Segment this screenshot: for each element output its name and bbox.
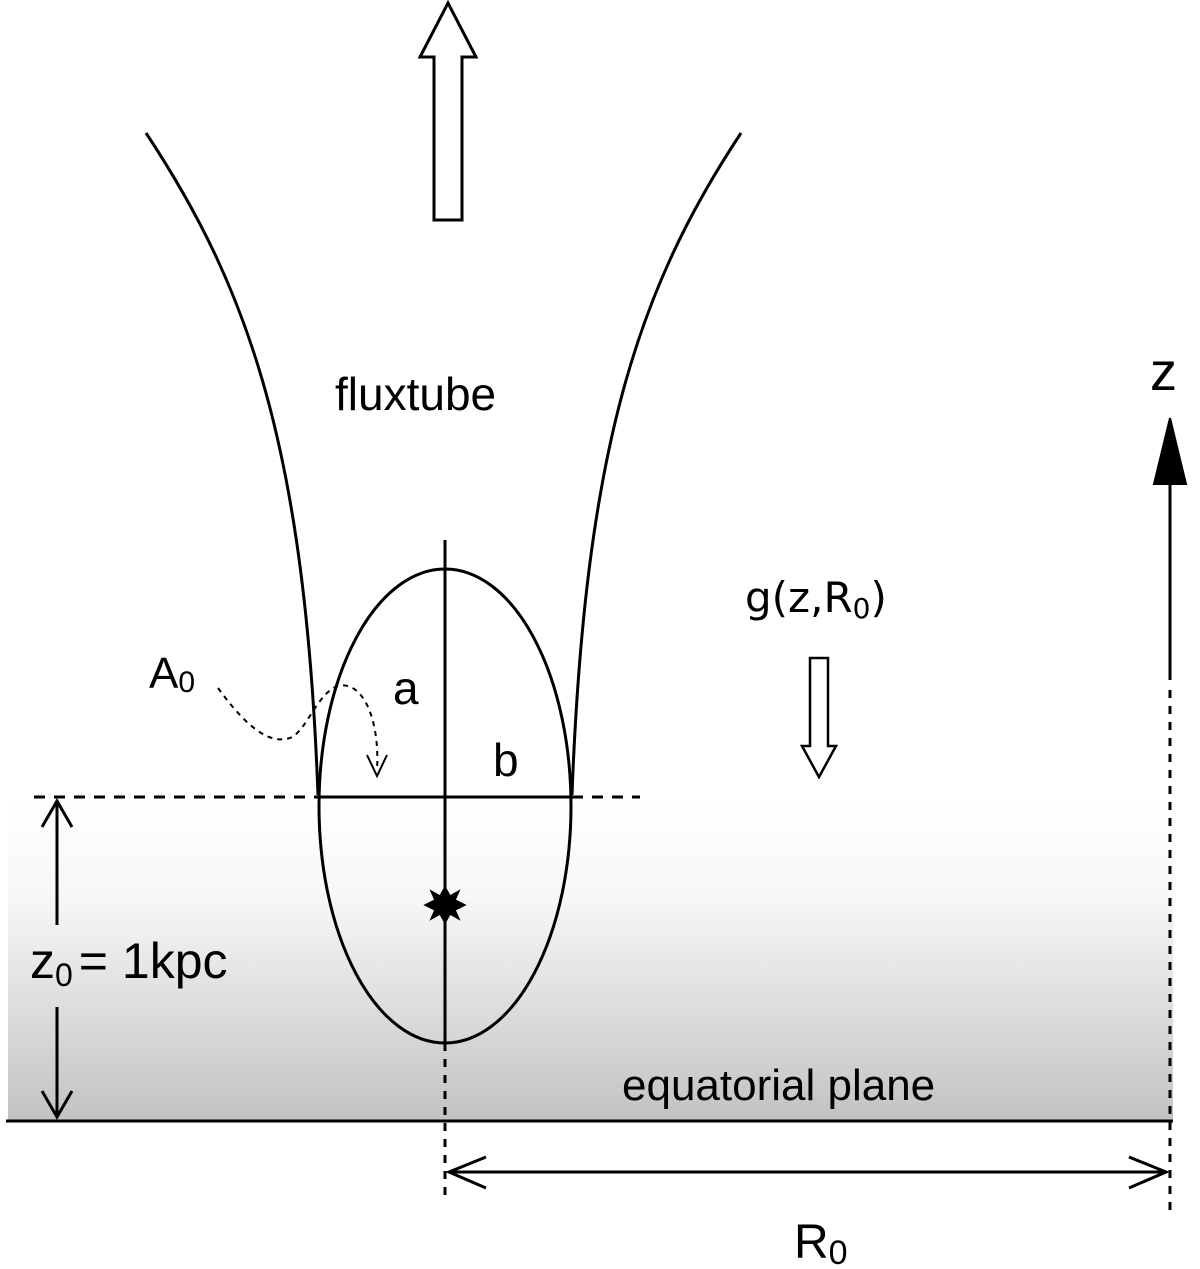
z0-arrow-up-head (40, 797, 74, 828)
semi-minor-label: b (493, 734, 519, 786)
semi-major-label: a (393, 662, 419, 714)
star-burst-icon (423, 885, 467, 925)
area-pointer-head (366, 754, 388, 779)
height-label-sub: 0 (55, 957, 73, 993)
area-label-main: A (149, 649, 179, 698)
area-label-sub: 0 (178, 666, 195, 699)
r0-arrow-left-head (445, 1155, 487, 1190)
disk-shading (8, 800, 1173, 1122)
area-label: A0 (149, 649, 195, 699)
z-axis-label: z (1150, 342, 1177, 402)
height-label-value: = 1kpc (79, 933, 228, 989)
area-pointer-dashed (217, 684, 379, 771)
z0-arrow-down-head (40, 1090, 74, 1121)
height-label-var: z (30, 933, 55, 989)
radius-label-main: R (794, 1216, 829, 1269)
ellipse-cross-section (317, 567, 573, 1045)
hollow-arrow-down-icon (799, 656, 839, 780)
fluxtube-left-wall (144, 132, 320, 796)
radius-label-sub: 0 (829, 1234, 848, 1269)
equatorial-plane-label: equatorial plane (622, 1061, 935, 1110)
fluxtube-label: fluxtube (335, 368, 496, 420)
height-label: z0= 1kpc (30, 933, 228, 993)
fluxtube-right-wall (570, 132, 743, 796)
gravity-label-sub: 0 (853, 592, 871, 625)
r0-arrow-right-head (1128, 1155, 1170, 1190)
radius-label: R0 (794, 1216, 848, 1269)
gravity-label-close: ) (870, 573, 886, 622)
z-axis-arrowhead (1152, 417, 1188, 485)
gravity-label-main: g(z,R (745, 573, 853, 622)
gravity-label: g(z,R0) (745, 573, 887, 625)
hollow-arrow-up-icon (417, 0, 479, 222)
